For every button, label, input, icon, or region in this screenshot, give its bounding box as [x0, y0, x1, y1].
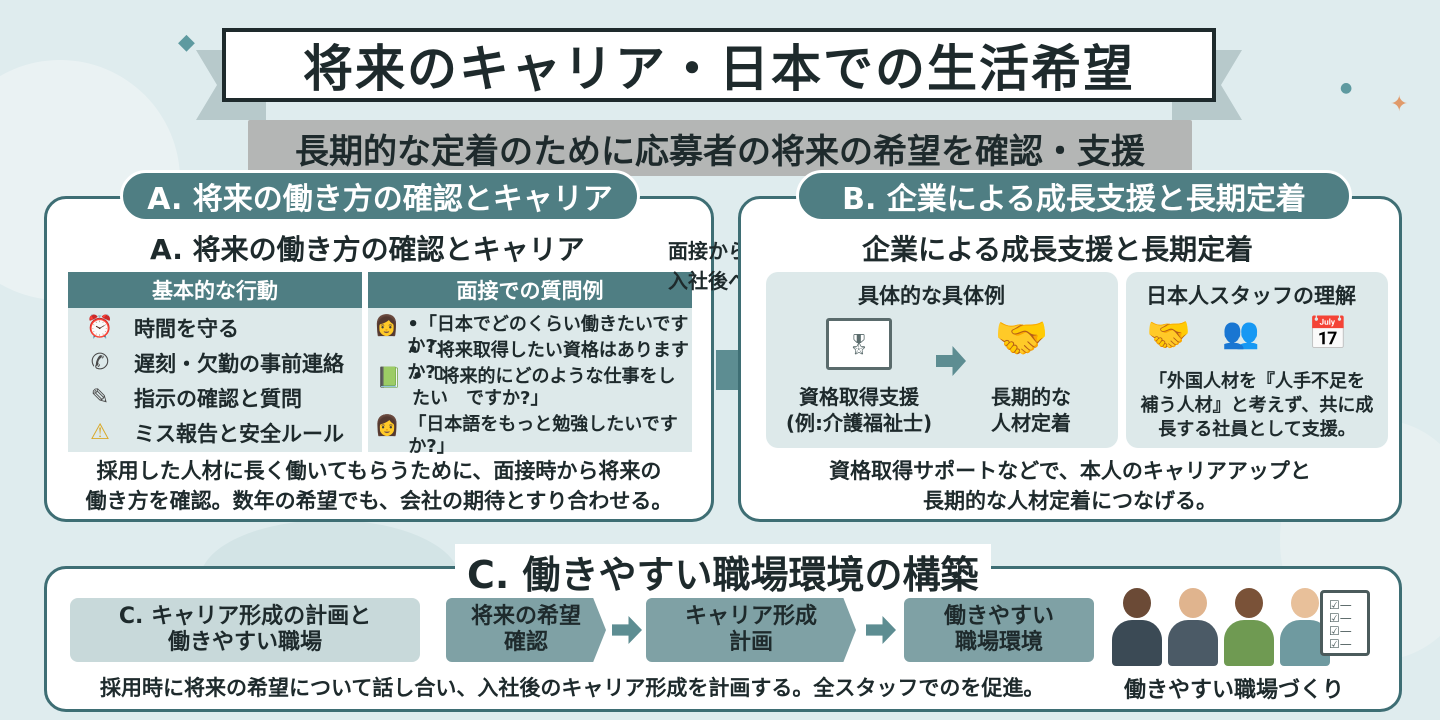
sparkle-icon: ◆ [178, 30, 195, 55]
calendar-check-icon: 📅 [1308, 314, 1348, 352]
action-item: ✎ 指示の確認と質問 [80, 380, 344, 415]
staff-understanding-text: 「外国人材を『人手不足を 補う人材』と考えず、共に成 長する社員として支援。 [1140, 371, 1374, 440]
person-icon [1112, 588, 1162, 666]
question-item: 👩 •「日本でどのくらい働きたいですか?」 [372, 313, 690, 357]
question-text: •「日本でどのくらい働きたいですか?」 [407, 314, 689, 357]
staff-understanding-title: 日本人スタッフの理解 [1146, 284, 1356, 308]
panel-b-heading: 企業による成長支援と長期定着 [862, 233, 1254, 266]
panel-b-pill: B. 企業による成長支援と長期定着 [796, 170, 1352, 222]
flow-step-environment: 働きやすい 職場環境 [904, 598, 1094, 662]
question-item: 📗 •「将来的にどのような仕事をしたい ですか?」 [372, 366, 690, 414]
dot-icon: ● [1340, 80, 1353, 96]
phone-icon: ✆ [90, 350, 110, 375]
action-label: 指示の確認と質問 [134, 386, 302, 411]
panel-c-note: 採用時に将来の希望について話し合い、入社後のキャリア形成を計画する。全スタッフで… [100, 676, 1045, 700]
question-item: •「将来取得したい資格はありますか?」 [372, 340, 690, 383]
action-item: ⚠ ミス報告と安全ルール [80, 415, 344, 450]
action-item: ✆ 遅刻・欠勤の事前連絡 [80, 345, 344, 380]
certificate-icon: 🎖 [826, 318, 892, 370]
handshake-icon: 🤝 [1146, 315, 1191, 356]
question-item: 👩 「日本語をもっと勉強したいですか?」 [372, 413, 690, 457]
panel-c-heading: C. 働きやすい職場環境の構築 [455, 544, 991, 599]
action-item: ⏰ 時間を守る [80, 310, 344, 345]
person-icon: 👩 [374, 313, 400, 337]
interview-questions-list: 👩 •「日本でどのくらい働きたいですか?」 •「将来取得したい資格はありますか?… [372, 313, 690, 457]
panel-a-heading: A. 将来の働き方の確認とキャリア [150, 233, 585, 266]
handshake-icon: 🤝 [994, 313, 1049, 364]
warning-icon: ⚠ [90, 420, 110, 445]
sparkle-icon: ✦ [1390, 92, 1409, 117]
examples-card-title: 具体的な具体例 [858, 284, 1005, 308]
staff-group-icon: 👥 [1222, 316, 1260, 351]
book-icon: 📗 [376, 365, 402, 389]
page-title: 将来のキャリア・日本での生活希望 [222, 28, 1216, 102]
flow-step-career-plan: キャリア形成 計画 [646, 598, 856, 662]
action-label: ミス報告と安全ルール [134, 421, 344, 446]
flow-step-plan: C. キャリア形成の計画と 働きやすい職場 [70, 598, 420, 662]
retention-text: 長期的な 人材定着 [991, 385, 1071, 435]
person-icon: 👩 [374, 413, 400, 437]
person-icon [1224, 588, 1274, 666]
staff-understanding-card [1126, 272, 1388, 448]
flow-step-confirm-hopes: 将来の希望 確認 [446, 598, 606, 662]
alarm-clock-icon: ⏰ [86, 315, 114, 340]
action-label: 時間を守る [134, 316, 239, 341]
question-text: 「日本語をもっと勉強したいですか?」 [408, 414, 678, 457]
panel-a-note: 採用した人材に長く働いてもらうために、面接時から将来の 働き方を確認。数年の希望… [85, 459, 673, 513]
basic-actions-list: ⏰ 時間を守る ✆ 遅刻・欠勤の事前連絡 ✎ 指示の確認と質問 ⚠ ミス報告と安… [80, 310, 344, 450]
clipboard-pen-icon: ✎ [90, 385, 110, 410]
question-text: •「将来取得したい資格はありますか?」 [407, 340, 689, 383]
panel-b-note: 資格取得サポートなどで、本人のキャリアアップと 長期的な人材定着につなげる。 [829, 459, 1311, 513]
basic-actions-title: 基本的な行動 [68, 272, 362, 308]
interview-questions-title: 面接での質問例 [368, 272, 692, 308]
panel-a-pill: A. 将来の働き方の確認とキャリア [120, 170, 640, 222]
checklist-icon: ☑—☑—☑—☑— [1320, 590, 1370, 656]
person-icon [1168, 588, 1218, 666]
workplace-caption: 働きやすい職場づくり [1124, 678, 1345, 703]
question-text: •「将来的にどのような仕事をしたい ですか?」 [412, 366, 676, 409]
page-subtitle: 長期的な定着のために応募者の将来の希望を確認・支援 [248, 120, 1192, 176]
qualification-support-text: 資格取得支援 (例:介護福祉士) [785, 385, 933, 435]
action-label: 遅刻・欠勤の事前連絡 [134, 351, 344, 376]
